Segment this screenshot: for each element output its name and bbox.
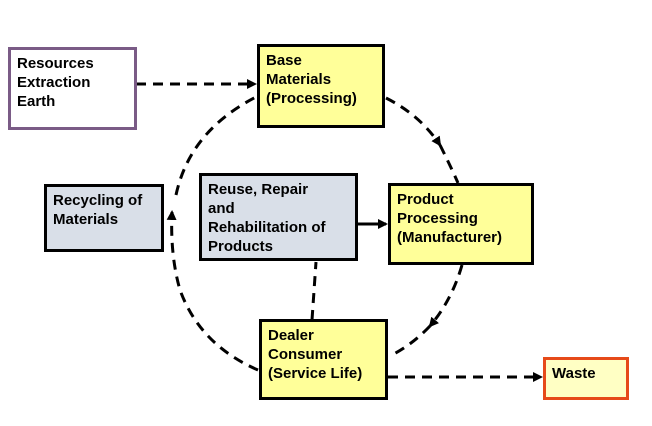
base-materials-box: Base Materials (Processing)	[257, 44, 385, 128]
arrow-base-to-product	[385, 96, 442, 147]
product-processing-box: Product Processing (Manufacturer)	[388, 183, 534, 265]
line-dealer-to-reuse	[310, 261, 318, 321]
arc-base-to-product-tail	[438, 144, 460, 184]
resources-extraction-box: Resources Extraction Earth	[8, 47, 137, 130]
reuse-repair-box: Reuse, Repair and Rehabilitation of Prod…	[199, 173, 358, 261]
dealer-consumer-box: Dealer Consumer (Service Life)	[259, 319, 388, 400]
recycling-materials-box: Recycling of Materials	[44, 184, 164, 252]
arrow-product-to-dealer	[428, 264, 464, 328]
arc-product-to-dealer-tail	[389, 324, 432, 358]
waste-box: Waste	[543, 357, 629, 400]
